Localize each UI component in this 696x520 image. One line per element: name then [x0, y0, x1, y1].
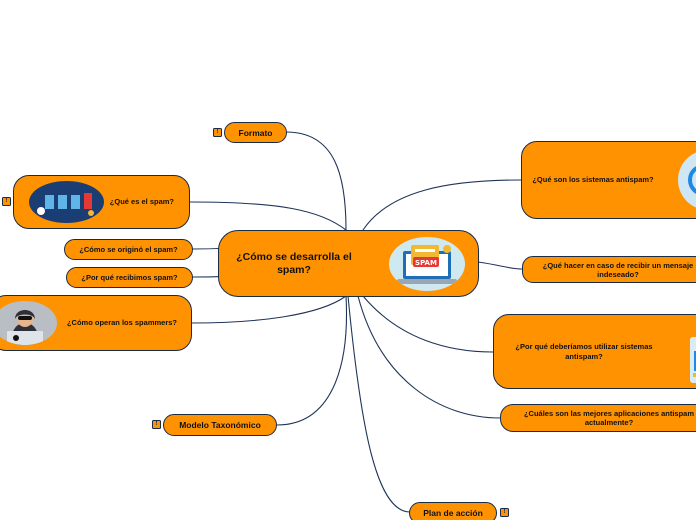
topic-modelo-taxonomico[interactable]: Modelo Taxonómico [163, 414, 277, 436]
central-topic[interactable]: ¿Cómo se desarrolla el spam? SPAM [218, 230, 479, 297]
link-como-operan [191, 295, 347, 324]
topic-por-que-utilizar[interactable]: ¿Por qué deberíamos utilizar sistemas an… [493, 314, 696, 389]
topic-que-hacer[interactable]: ¿Qué hacer en caso de recibir un mensaje… [522, 256, 696, 283]
topic-que-es-spam[interactable]: ¿Qué es el spam? [13, 175, 190, 229]
link-por-que-utilizar [362, 295, 494, 353]
topic-mejores-aplicaciones[interactable]: ¿Cuáles son las mejores aplicaciones ant… [500, 404, 696, 432]
topic-plan-de-accion[interactable]: Plan de acción [409, 502, 497, 520]
topic-por-que-recibimos[interactable]: ¿Por qué recibimos spam? [66, 267, 193, 288]
spam-laptop-icon: SPAM [389, 237, 465, 291]
link-formato [285, 131, 347, 231]
topic-como-origino[interactable]: ¿Cómo se originó el spam? [64, 239, 193, 260]
antispam-shield-icon [678, 150, 696, 210]
link-que-es-spam [189, 201, 347, 231]
modelo-tag[interactable]: ! [152, 420, 161, 429]
link-que-hacer [477, 261, 523, 270]
link-mejores [357, 295, 501, 419]
plan-tag[interactable]: ! [500, 508, 509, 517]
link-sistemas [362, 179, 522, 231]
antispam-software-icon [690, 337, 696, 383]
topic-como-operan[interactable]: ¿Cómo operan los spammers? [0, 295, 192, 351]
link-modelo [276, 295, 348, 426]
formato-tag[interactable]: ! [213, 128, 222, 137]
svg-text:SPAM: SPAM [415, 259, 437, 267]
que-es-spam-tag[interactable]: ! [2, 197, 11, 206]
topic-formato[interactable]: Formato [224, 122, 287, 143]
spam-mail-illustration [29, 181, 104, 223]
central-topic-label: ¿Cómo se desarrolla el spam? [236, 251, 352, 276]
topic-sistemas-antispam[interactable]: ¿Qué son los sistemas antispam? [521, 141, 696, 219]
link-plan [347, 295, 411, 513]
hacker-illustration [0, 301, 57, 345]
